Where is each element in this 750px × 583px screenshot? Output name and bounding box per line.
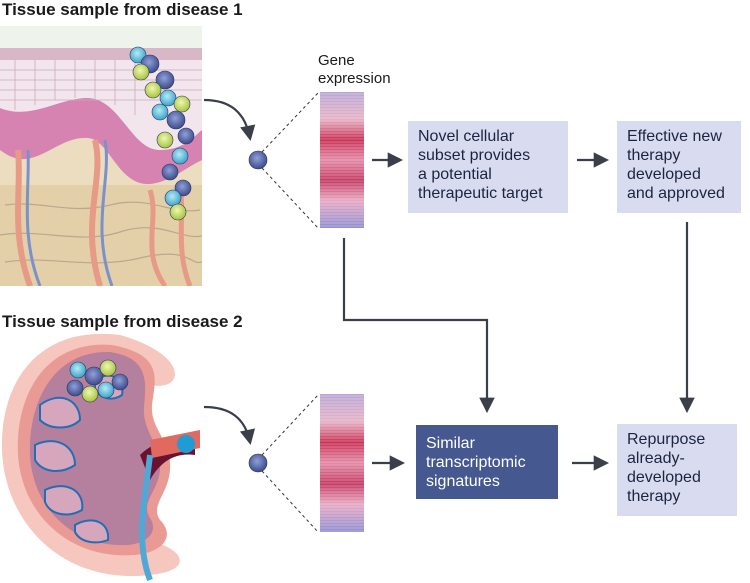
effective-therapy-line: and approved: [627, 185, 725, 202]
effective-therapy-line: Effective new: [627, 128, 722, 145]
similar-signatures-line: signatures: [426, 473, 500, 490]
single-cell-1: [248, 150, 268, 170]
gene-expression-label: Gene expression: [318, 52, 391, 88]
gene-expression-label-line2: expression: [318, 70, 391, 87]
similar-signatures-line: transcriptomic: [426, 454, 526, 471]
arrow-tissue1-to-cell: [203, 98, 256, 142]
arrow-strip1-to-similar: [342, 238, 495, 414]
disease2-title: Tissue sample from disease 2: [2, 312, 243, 331]
repurpose-line: developed: [627, 469, 701, 486]
effective-therapy-line: therapy: [627, 147, 681, 164]
repurpose-line: already-: [627, 450, 685, 467]
gene-expression-strip-2: [320, 394, 364, 532]
disease1-title: Tissue sample from disease 1: [2, 0, 243, 19]
kidney-illustration: [1, 333, 200, 582]
repurpose-box: Repurpose already- developed therapy: [617, 424, 737, 516]
novel-subset-line: Novel cellular: [418, 128, 515, 145]
novel-subset-line: a potential: [418, 166, 492, 183]
similar-signatures-line: Similar: [426, 435, 475, 452]
repurpose-line: Repurpose: [627, 431, 706, 448]
tissue-sample-1-illustration: [0, 26, 202, 286]
novel-subset-line: therapeutic target: [418, 185, 543, 202]
gene-expression-label-line1: Gene: [318, 52, 355, 69]
effective-therapy-line: developed: [627, 166, 701, 183]
arrow-tissue2-to-cell: [203, 405, 256, 446]
novel-subset-box: Novel cellular subset provides a potenti…: [408, 121, 568, 213]
single-cell-2: [248, 453, 268, 473]
similar-signatures-box: Similar transcriptomic signatures: [416, 425, 558, 499]
gene-expression-strip-1: [320, 92, 364, 228]
novel-subset-line: subset provides: [418, 147, 531, 164]
repurpose-line: therapy: [627, 488, 681, 505]
effective-therapy-box: Effective new therapy developed and appr…: [617, 121, 741, 213]
